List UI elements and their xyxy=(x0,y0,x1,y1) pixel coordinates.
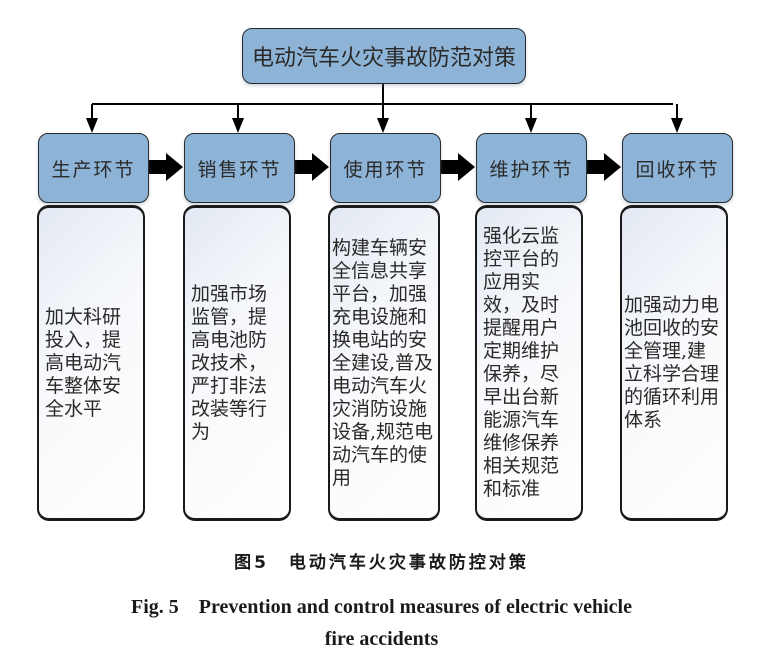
stage-node-sales: 销售环节 xyxy=(184,133,295,203)
detail-text: 加强动力电池回收的安全管理,建立科学合理的循环利用体系 xyxy=(624,294,720,431)
detail-text: 构建车辆安全信息共享平台，加强充电设施和换电站的安全建设,普及电动汽车火灾消防设… xyxy=(332,236,434,489)
branch-arrowhead-production xyxy=(86,118,98,133)
detail-text: 加大科研投入，提高电动汽车整体安全水平 xyxy=(45,305,122,420)
stage-node-maintenance: 维护环节 xyxy=(476,133,587,203)
detail-text: 加强市场监管，提高电池防改技术，严打非法改装等行为 xyxy=(191,282,268,443)
stage-label: 回收环节 xyxy=(635,158,720,181)
branch-arrowhead-maintenance xyxy=(525,118,537,133)
flow-arrow-sales-to-usage xyxy=(294,153,329,181)
detail-box-usage: 构建车辆安全信息共享平台，加强充电设施和换电站的安全建设,普及电动汽车火灾消防设… xyxy=(328,205,440,521)
detail-box-production: 加大科研投入，提高电动汽车整体安全水平 xyxy=(37,205,145,521)
flow-arrow-maintenance-to-recycling xyxy=(586,153,621,181)
stage-node-usage: 使用环节 xyxy=(330,133,441,203)
figure-caption-english-line1: Fig. 5 Prevention and control measures o… xyxy=(130,596,632,618)
stage-label: 维护环节 xyxy=(489,158,574,181)
detail-text: 强化云监控平台的应用实效，及时提醒用户定期维护保养，尽早出台新能源汽车维修保养相… xyxy=(483,225,560,500)
stage-node-production: 生产环节 xyxy=(38,133,149,203)
detail-box-recycling: 加强动力电池回收的安全管理,建立科学合理的循环利用体系 xyxy=(620,205,728,521)
flow-arrow-usage-to-maintenance xyxy=(440,153,475,181)
flow-arrow-production-to-sales xyxy=(148,153,183,181)
branch-arrowhead-usage xyxy=(377,118,389,133)
figure-caption-english-line2: fire accidents xyxy=(324,628,439,650)
root-node-label: 电动汽车火灾事故防范对策 xyxy=(251,46,516,71)
figure-caption-chinese: 图5 电动汽车火灾事故防控对策 xyxy=(234,553,529,573)
root-node: 电动汽车火灾事故防范对策 xyxy=(242,28,526,84)
branch-arrowhead-recycling xyxy=(671,118,683,133)
detail-box-sales: 加强市场监管，提高电池防改技术，严打非法改装等行为 xyxy=(183,205,291,521)
stage-label: 生产环节 xyxy=(51,158,136,181)
detail-box-maintenance: 强化云监控平台的应用实效，及时提醒用户定期维护保养，尽早出台新能源汽车维修保养相… xyxy=(475,205,583,521)
stage-label: 销售环节 xyxy=(197,158,282,181)
stage-label: 使用环节 xyxy=(343,158,428,181)
stage-node-recycling: 回收环节 xyxy=(622,133,733,203)
branch-arrowhead-sales xyxy=(232,118,244,133)
